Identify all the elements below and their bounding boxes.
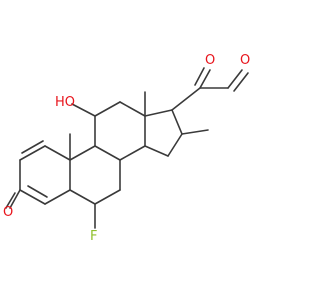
bond [171,109,183,135]
bond [119,101,146,117]
bond [44,189,71,205]
bond [21,140,44,154]
bond [144,109,173,117]
bond [199,69,211,89]
side-chain-ketone-oxygen-label: O [205,53,215,68]
bond [94,101,121,117]
bond [227,69,243,89]
steroid-structure-diagram: O HO F O O [3,53,250,244]
hydroxyl-label: HO [55,95,75,110]
ketone-oxygen-label: O [3,205,13,220]
atom-labels: O HO F O O [3,53,250,244]
bond [119,145,146,161]
bond [94,145,121,161]
bond [233,72,249,92]
bond [71,103,96,117]
bond [27,185,48,198]
bond [44,145,71,161]
bond [144,145,169,157]
bond [19,145,46,161]
bond [167,133,183,157]
bond [5,192,16,209]
fluorine-label: F [90,229,97,244]
bond [69,145,96,161]
bond [94,189,121,205]
bond [181,129,209,135]
bond-lines [5,67,249,229]
bond [9,189,21,209]
bond [19,189,46,205]
aldehyde-oxygen-label: O [240,53,250,68]
bond [69,189,96,205]
bond [194,67,205,86]
bond [171,87,201,111]
